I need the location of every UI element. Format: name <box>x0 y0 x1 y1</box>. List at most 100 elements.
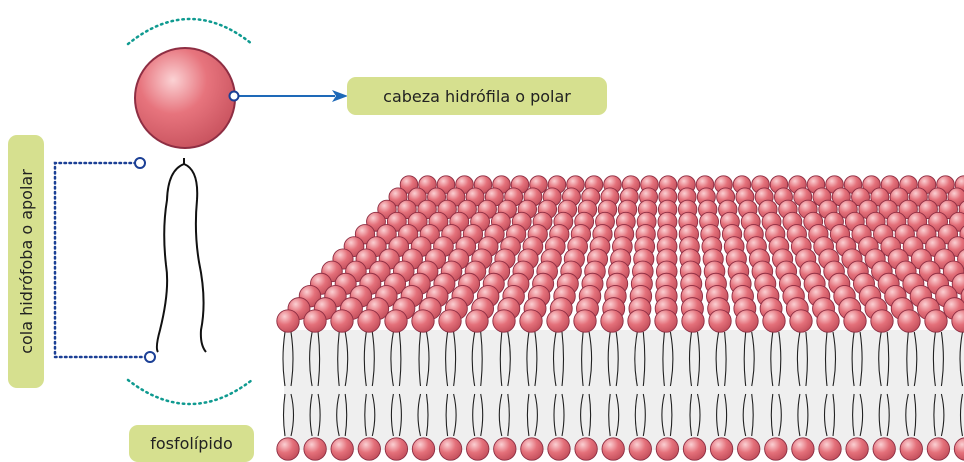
membrane-lower-tail <box>309 393 321 437</box>
membrane-bottom-head <box>818 437 842 461</box>
membrane-bottom-head <box>330 437 354 461</box>
membrane-lower-tail <box>472 393 484 437</box>
dotted-bracket-icon <box>53 161 148 359</box>
membrane-head <box>870 309 894 333</box>
membrane-bilayer <box>276 175 964 461</box>
membrane-lower-tail <box>364 393 376 437</box>
membrane-lower-tail <box>580 393 592 437</box>
membrane-bottom-head <box>357 437 381 461</box>
membrane-head <box>843 309 867 333</box>
membrane-upper-tail <box>581 331 593 387</box>
head-marker <box>228 90 240 102</box>
membrane-lower-tail <box>770 393 782 437</box>
membrane-head <box>438 309 462 333</box>
membrane-upper-tail <box>337 331 349 387</box>
membrane-lower-tail <box>336 393 348 437</box>
membrane-head <box>411 309 435 333</box>
membrane-head <box>816 309 840 333</box>
membrane-upper-tail <box>878 331 890 387</box>
membrane-upper-tail <box>282 331 294 387</box>
membrane-bottom-head <box>953 437 964 461</box>
membrane-head <box>681 309 705 333</box>
membrane-lower-tail <box>608 393 620 437</box>
membrane-head <box>762 309 786 333</box>
membrane-upper-tail <box>743 331 755 387</box>
membrane-upper-tail <box>770 331 782 387</box>
membrane-head <box>465 309 489 333</box>
phospholipid-head <box>134 47 236 149</box>
membrane-upper-tail <box>526 331 538 387</box>
membrane-upper-tail <box>471 331 483 387</box>
membrane-upper-tail <box>662 331 674 387</box>
phospholipid-label: fosfolípido <box>129 425 254 462</box>
membrane-head <box>276 309 300 333</box>
membrane-bottom-head <box>682 437 707 461</box>
membrane-bottom-head <box>872 437 896 461</box>
membrane-upper-tail <box>390 331 402 387</box>
membrane-bottom-head <box>384 437 409 461</box>
top-tails <box>282 331 964 387</box>
tail-label-text: cola hidrófoba o apolar <box>16 169 36 354</box>
membrane-lower-tail <box>553 393 565 437</box>
membrane-bottom-head <box>628 437 652 461</box>
membrane-lower-tail <box>878 393 890 437</box>
membrane-core <box>284 330 964 450</box>
membrane-upper-tail <box>851 331 863 387</box>
membrane-bottom-head <box>709 437 734 461</box>
membrane-bottom-head <box>791 437 815 461</box>
membrane-upper-tail <box>418 331 430 387</box>
membrane-head <box>735 309 759 333</box>
membrane-head <box>600 309 624 333</box>
membrane-bottom-head <box>737 437 761 461</box>
membrane-lower-tail <box>959 393 964 437</box>
membrane-bottom-head <box>438 437 463 461</box>
membrane-upper-tail <box>906 331 918 387</box>
membrane-head <box>330 309 354 333</box>
membrane-head <box>492 309 516 333</box>
membrane-head <box>951 309 964 333</box>
heads-layer <box>276 175 964 461</box>
phospholipid-tail-left <box>155 158 185 353</box>
membrane-upper-tail <box>607 331 619 387</box>
tail-label: cola hidrófoba o apolar <box>8 135 44 388</box>
membrane-lower-tail <box>905 393 917 437</box>
membrane-lower-tail <box>498 393 510 437</box>
membrane-head <box>519 309 543 333</box>
membrane-head <box>303 309 327 333</box>
membrane-upper-tail <box>552 331 565 387</box>
membrane-lower-tail <box>852 393 864 437</box>
membrane-bottom-head <box>303 437 327 461</box>
single-phospholipid <box>53 17 348 406</box>
membrane-head <box>384 309 408 333</box>
tail-bottom-marker <box>144 351 156 363</box>
tail-top-marker <box>134 157 146 169</box>
phospholipid-tail-right <box>183 163 207 353</box>
membrane-lower-tail <box>933 393 945 437</box>
membrane-lower-tail <box>742 393 754 437</box>
membrane-upper-tail <box>932 331 944 387</box>
dotted-arc-bottom <box>126 378 254 406</box>
membrane-bottom-head <box>411 437 436 461</box>
membrane-bottom-head <box>276 437 300 461</box>
membrane-upper-tail <box>688 331 701 387</box>
membrane-bottom-head <box>655 437 680 461</box>
bottom-tails <box>282 393 964 437</box>
head-label: cabeza hidrófila o polar <box>347 77 607 115</box>
membrane-bottom-head <box>601 437 625 461</box>
membrane-bottom-head <box>493 437 517 461</box>
membrane-bottom-head <box>899 437 923 461</box>
membrane-upper-tail <box>959 331 964 387</box>
membrane-lower-tail <box>526 393 538 437</box>
membrane-upper-tail <box>309 331 321 387</box>
membrane-lower-tail <box>797 393 809 437</box>
membrane-upper-tail <box>499 331 511 387</box>
membrane-head <box>546 309 570 333</box>
membrane-upper-tail <box>715 331 727 387</box>
membrane-head <box>708 309 732 333</box>
membrane-bottom-head <box>574 437 598 461</box>
membrane-upper-tail <box>363 331 375 387</box>
membrane-head <box>897 309 921 333</box>
membrane-lower-tail <box>716 393 728 437</box>
membrane-lower-tail <box>823 393 836 437</box>
